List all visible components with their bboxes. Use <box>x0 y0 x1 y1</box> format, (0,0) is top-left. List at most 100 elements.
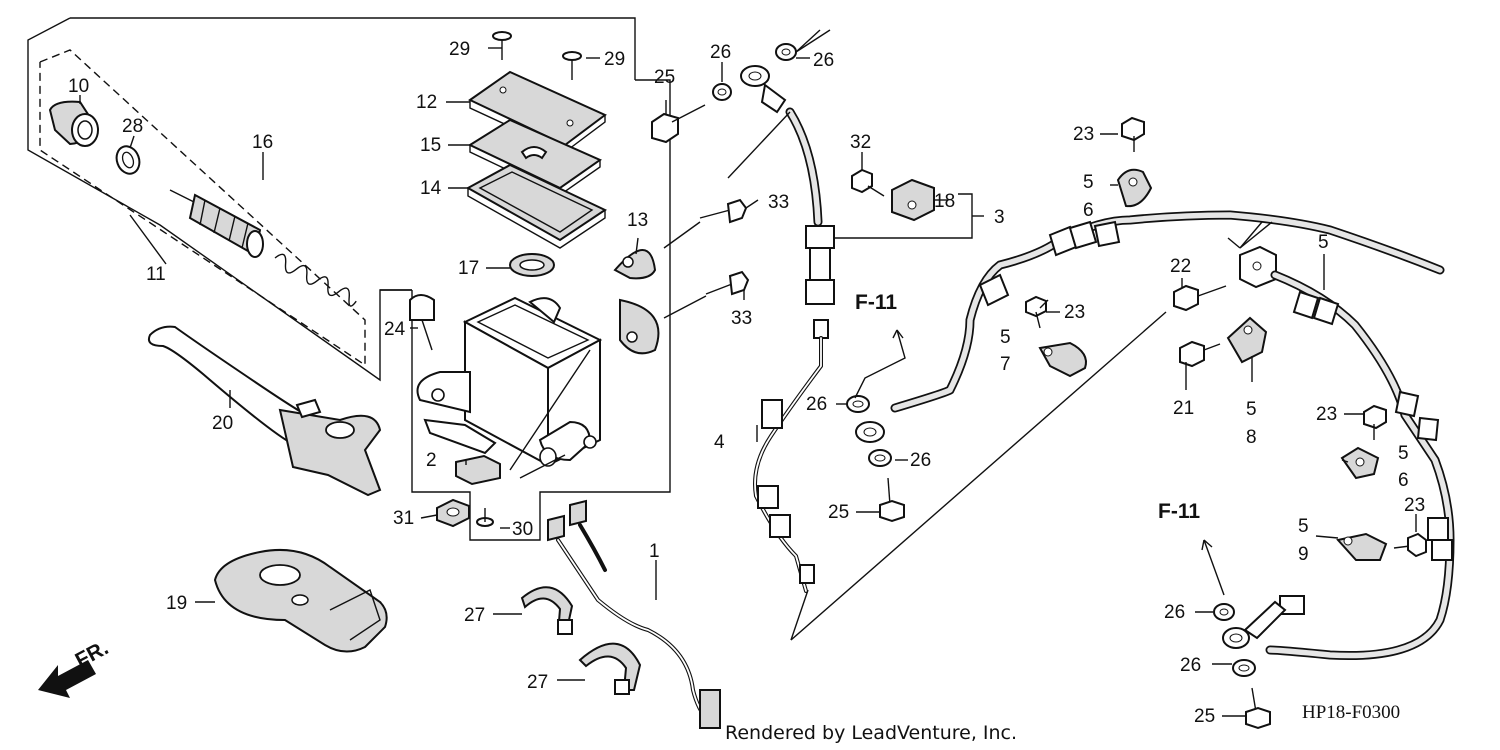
callout-6a: 6 <box>1083 200 1094 221</box>
clip-6b <box>1340 446 1380 480</box>
callout-23d: 23 <box>1404 495 1425 516</box>
callout-27b: 27 <box>527 672 548 693</box>
front-direction-arrow-icon: FR. <box>38 636 112 698</box>
callout-6b: 6 <box>1398 470 1409 491</box>
callout-30: 30 <box>512 519 533 540</box>
washer-26a <box>712 83 732 101</box>
callout-26c: 26 <box>806 394 827 415</box>
callout-26a: 26 <box>710 42 731 63</box>
callout-25b: 25 <box>828 502 849 523</box>
washer-26b <box>775 43 797 61</box>
callout-28: 28 <box>122 116 143 137</box>
bolt-25c <box>1245 687 1271 730</box>
callout-13: 13 <box>627 210 648 231</box>
callout-17: 17 <box>458 258 479 279</box>
callout-5d: 5 <box>1246 399 1257 420</box>
lever-cover-19 <box>213 548 388 653</box>
callout-11: 11 <box>146 264 166 285</box>
brake-switch-2 <box>455 454 501 486</box>
ref-f11-a: F-11 <box>855 291 897 314</box>
callout-24: 24 <box>384 319 406 340</box>
bolt-32 <box>851 168 885 197</box>
assembly-outline <box>27 17 671 541</box>
washer-26c <box>846 395 870 413</box>
callout-5c: 5 <box>1000 327 1011 348</box>
washer-26e <box>1213 603 1235 621</box>
ref-f11-b: F-11 <box>1158 500 1200 523</box>
banjo-right <box>1222 600 1287 649</box>
cable-band-27a <box>520 586 574 635</box>
circlip-28 <box>115 145 141 175</box>
joint-5-right <box>1239 245 1277 289</box>
screw-29a <box>492 31 512 60</box>
callout-5e: 5 <box>1398 443 1409 464</box>
callout-4: 4 <box>714 432 725 453</box>
switch-wire-1 <box>547 499 721 729</box>
rendered-by-credit: Rendered by LeadVenture, Inc. <box>725 722 1017 744</box>
bolt-25a <box>651 104 706 144</box>
bolt-23d <box>1393 532 1427 558</box>
leader-lines <box>79 29 1417 717</box>
bolt-23c <box>1363 404 1387 440</box>
callout-23b: 23 <box>1064 302 1085 323</box>
callout-32: 32 <box>850 132 871 153</box>
bolt-23a <box>1025 295 1047 329</box>
clip-8 <box>1226 316 1268 364</box>
callout-25c: 25 <box>1194 706 1215 727</box>
washer-26f <box>1232 659 1256 677</box>
clamp-18 <box>891 178 935 222</box>
callout-18: 18 <box>934 191 955 212</box>
callout-27a: 27 <box>464 605 485 626</box>
callout-26f: 26 <box>1180 655 1201 676</box>
brake-hose-5-left <box>855 210 1445 443</box>
callout-33a: 33 <box>768 192 789 213</box>
callout-23c: 23 <box>1316 404 1337 425</box>
callout-16: 16 <box>252 132 273 153</box>
bolt-23b <box>1121 116 1145 152</box>
callout-5b: 5 <box>1318 232 1329 253</box>
bolt-22 <box>1173 284 1227 312</box>
callout-33b: 33 <box>731 308 752 329</box>
holder-13 <box>613 249 660 355</box>
clip-9 <box>1336 532 1388 561</box>
bolt-33a <box>699 198 748 224</box>
callout-23a: 23 <box>1073 124 1094 145</box>
nut-31 <box>436 498 470 528</box>
brake-hose-5-right <box>1265 270 1455 661</box>
boot-10 <box>48 100 99 147</box>
diagram-code: HP18-F0300 <box>1302 702 1400 723</box>
callout-22: 22 <box>1170 256 1191 277</box>
washer-26d <box>868 449 892 467</box>
callout-9: 9 <box>1298 544 1309 565</box>
bolt-24 <box>409 294 435 351</box>
callout-12: 12 <box>416 92 437 113</box>
callout-8: 8 <box>1246 427 1257 448</box>
brake-pipe-4 <box>753 319 829 593</box>
screw-30 <box>476 508 494 527</box>
master-cylinder-body <box>416 296 603 479</box>
callout-10: 10 <box>68 76 89 97</box>
cable-band-27b <box>578 642 642 695</box>
callout-21: 21 <box>1173 398 1194 419</box>
bolt-33b <box>705 270 750 296</box>
callout-29b: 29 <box>604 49 625 70</box>
callout-26d: 26 <box>910 450 931 471</box>
callout-26b: 26 <box>813 50 834 71</box>
bolt-21 <box>1179 340 1221 368</box>
callout-29a: 29 <box>449 39 470 60</box>
bolt-25b <box>879 477 905 523</box>
upper-hose-3 <box>740 65 835 305</box>
callout-19: 19 <box>166 593 187 614</box>
callout-15: 15 <box>420 135 441 156</box>
callout-5f: 5 <box>1298 516 1309 537</box>
callout-14: 14 <box>420 178 442 199</box>
diaphragm-14 <box>465 163 608 249</box>
callout-26e: 26 <box>1164 602 1185 623</box>
callout-2: 2 <box>426 450 437 471</box>
float-17 <box>509 253 555 277</box>
callout-labels: 1 2 3 4 5 5 5 5 5 5 6 6 7 8 9 10 11 12 1… <box>68 39 1425 727</box>
piston-set-16 <box>169 189 264 258</box>
lever-20 <box>147 325 382 497</box>
callout-3: 3 <box>994 207 1005 228</box>
